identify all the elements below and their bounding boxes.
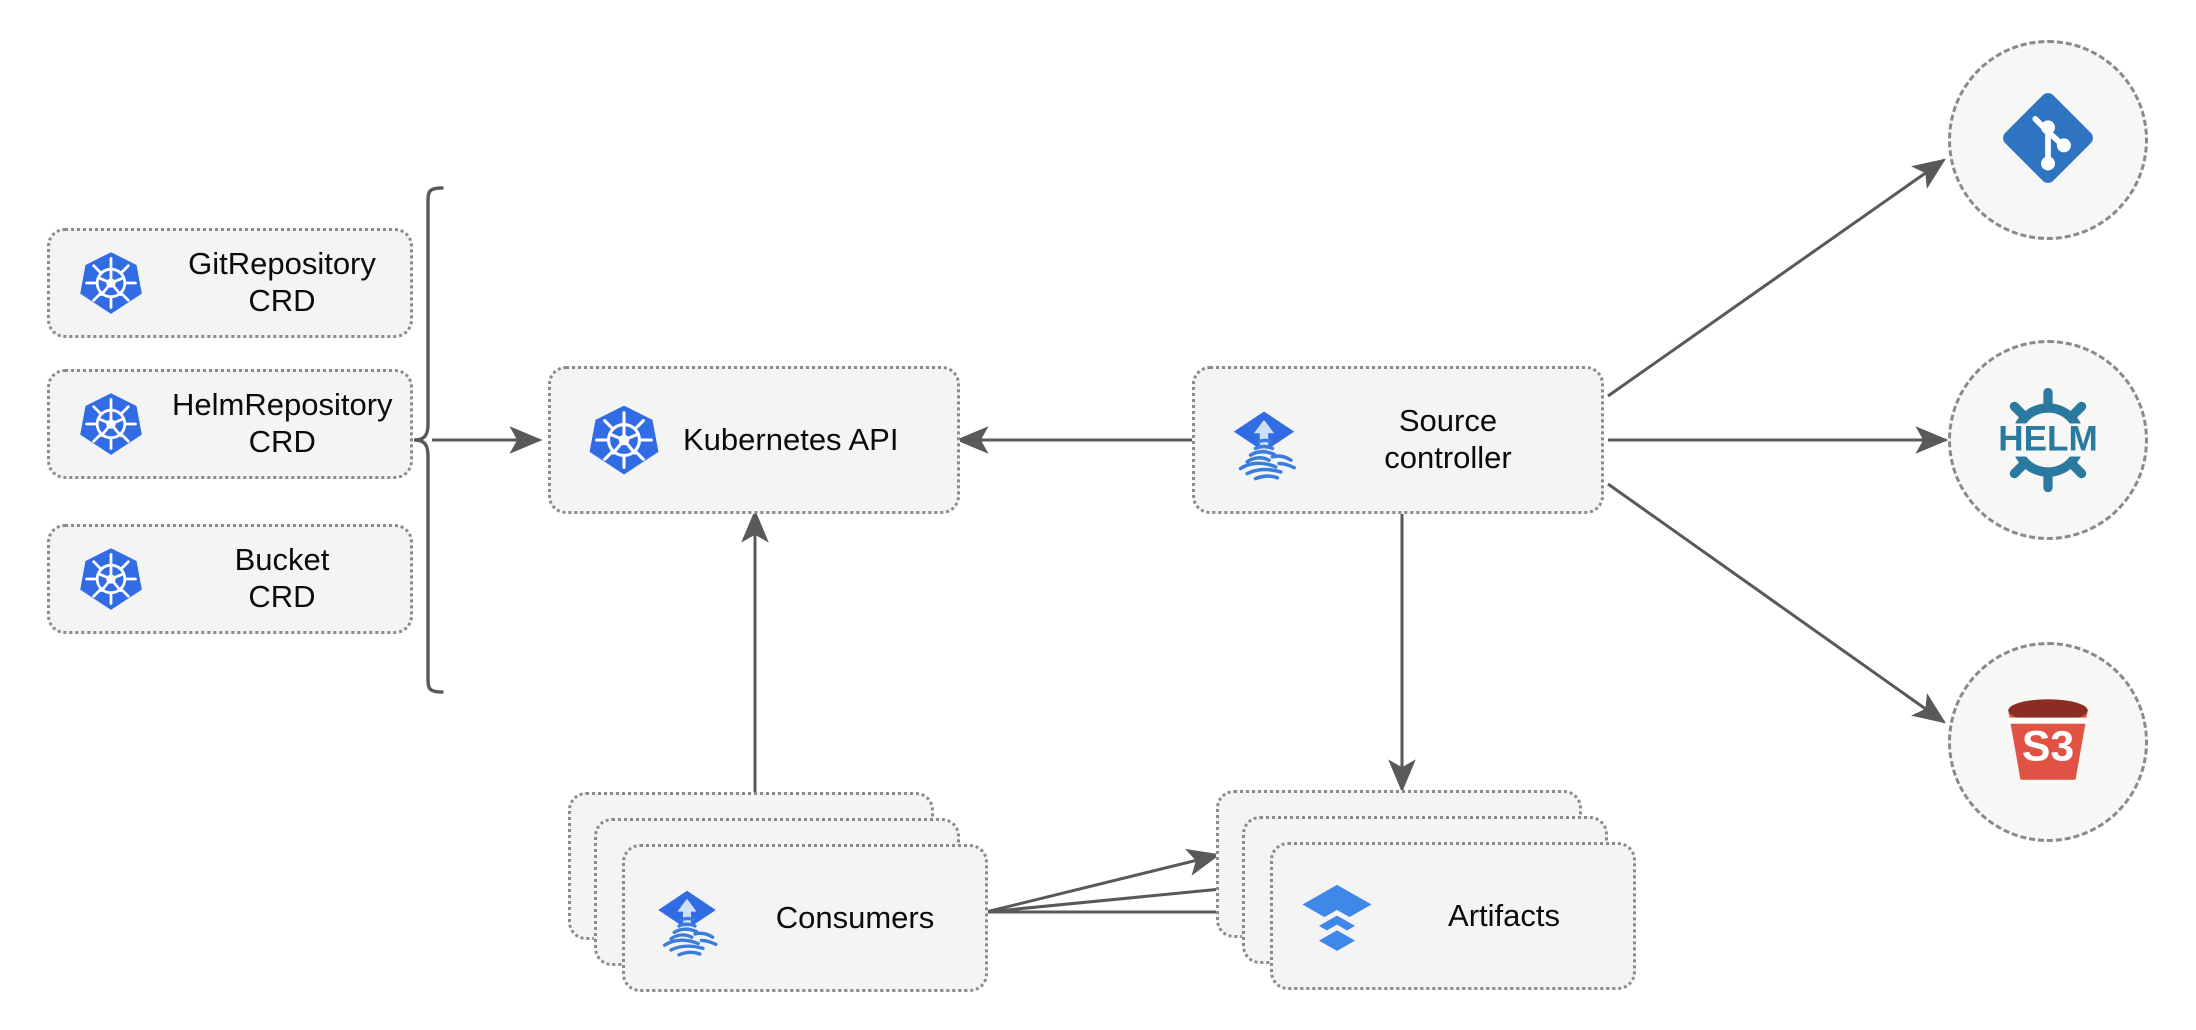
source-controller-card[interactable]: Source controller	[1192, 366, 1604, 514]
bucket-crd-card[interactable]: Bucket CRD	[47, 524, 413, 634]
kubernetes-icon	[50, 545, 172, 613]
consumers-label: Consumers	[775, 899, 935, 935]
kubernetes-api-label: Kubernetes API	[683, 421, 899, 457]
gitrepository-crd-label: GitRepository CRD	[188, 246, 376, 318]
crd-bracket	[413, 186, 444, 694]
artifacts-stack[interactable]: Artifacts	[1216, 790, 1636, 990]
edge-source-to-git	[1607, 158, 1946, 398]
edge-source-to-s3	[1607, 482, 1946, 724]
s3-icon: S3	[1992, 684, 2104, 801]
flux-icon	[631, 878, 743, 958]
artifacts-card-front[interactable]: Artifacts	[1270, 842, 1636, 990]
helm-wordmark: HELM	[1998, 419, 2098, 458]
helmrepository-crd-label: HelmRepository CRD	[172, 387, 393, 459]
s3-wordmark: S3	[2022, 722, 2074, 770]
kubernetes-icon	[50, 249, 172, 317]
edge-consumers-to-artifacts-1	[985, 848, 1221, 914]
git-endpoint-circle[interactable]	[1948, 40, 2148, 240]
layers-icon	[1281, 875, 1393, 957]
kubernetes-api-card[interactable]: Kubernetes API	[548, 366, 960, 514]
artifacts-label: Artifacts	[1448, 897, 1560, 933]
flux-icon	[1205, 398, 1323, 482]
bucket-crd-label: Bucket CRD	[234, 542, 330, 614]
git-icon	[1995, 85, 2101, 196]
helm-icon: HELM	[1986, 378, 2110, 502]
edge-consumers-to-artifacts-2	[985, 875, 1255, 914]
s3-endpoint-circle[interactable]: S3	[1948, 642, 2148, 842]
kubernetes-icon	[50, 390, 172, 458]
helm-endpoint-circle[interactable]: HELM	[1948, 340, 2148, 540]
consumers-card-front[interactable]: Consumers	[622, 844, 988, 992]
consumers-stack[interactable]: Consumers	[568, 792, 988, 992]
helmrepository-crd-card[interactable]: HelmRepository CRD	[47, 369, 413, 479]
gitrepository-crd-card[interactable]: GitRepository CRD	[47, 228, 413, 338]
source-controller-label: Source controller	[1384, 403, 1512, 475]
kubernetes-icon	[565, 402, 683, 478]
